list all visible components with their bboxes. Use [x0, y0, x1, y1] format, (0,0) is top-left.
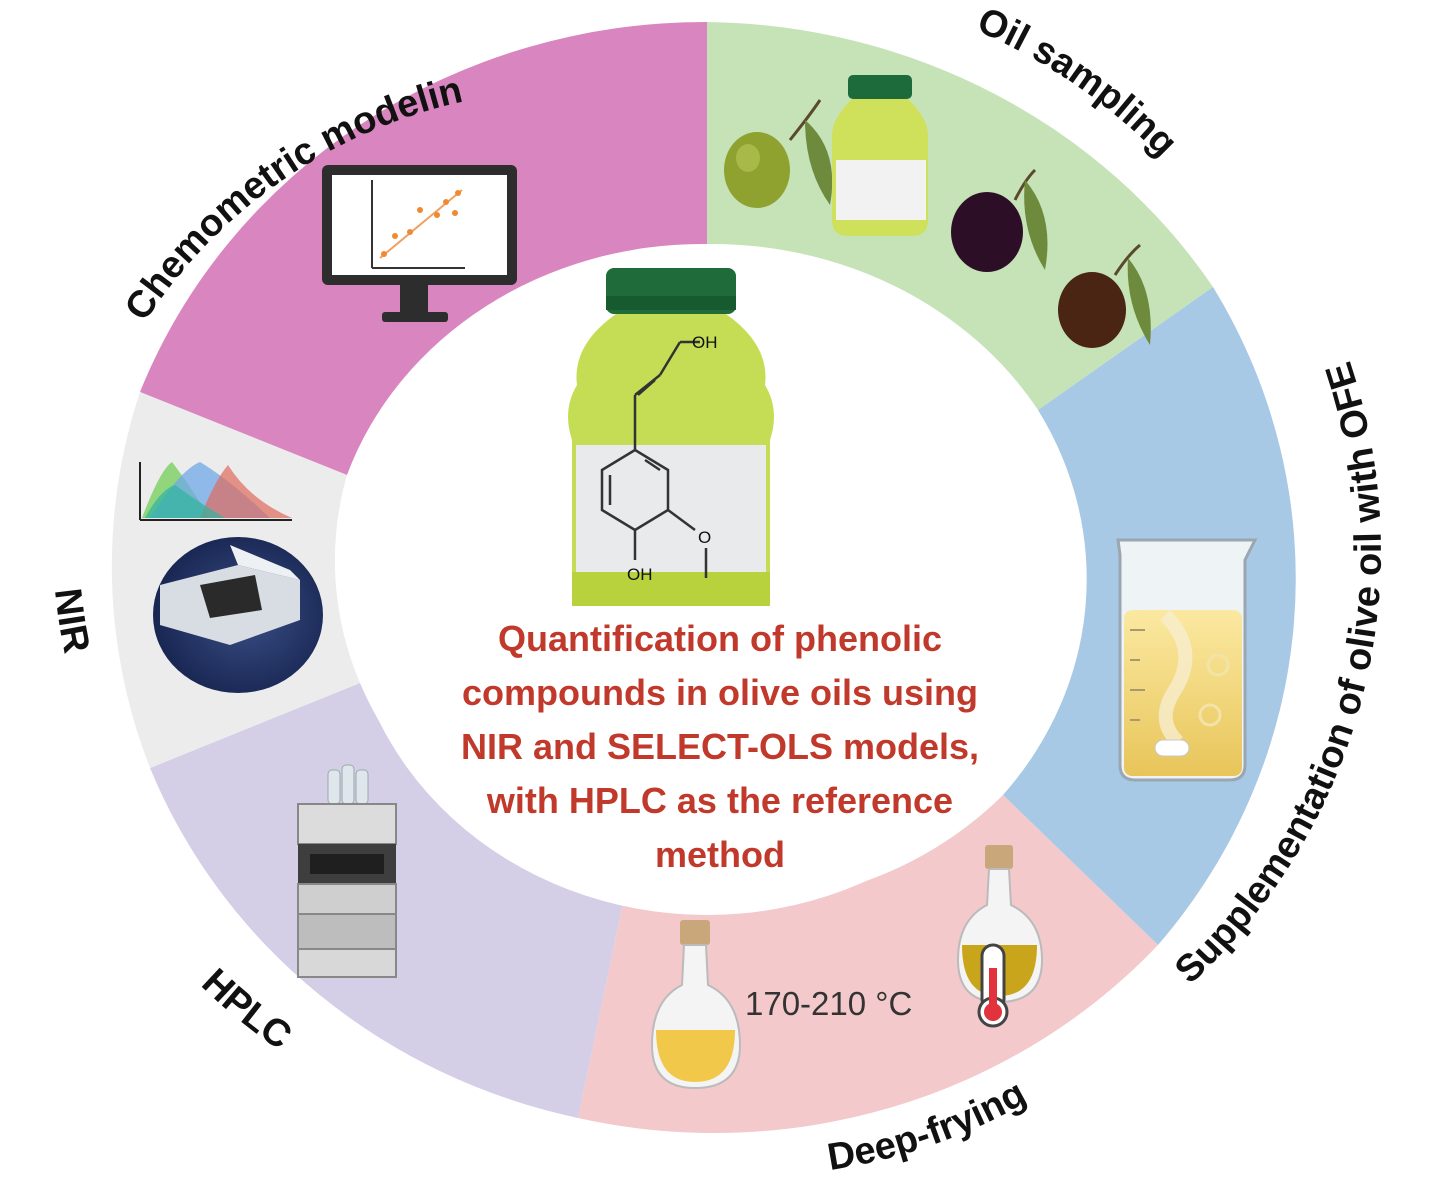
nir-spectrometer-icon — [153, 537, 323, 693]
label-hplc: HPLC — [194, 961, 299, 1058]
hplc-instrument-icon — [297, 764, 397, 978]
temperature-label: 170-210 °C — [745, 985, 913, 1022]
label-nir: NIR — [46, 586, 97, 656]
olive-icon-brown — [1058, 243, 1151, 348]
beaker-icon — [1116, 538, 1258, 782]
center-title-line: Quantification of phenolic — [498, 618, 942, 659]
olive-icon-dark — [951, 168, 1048, 272]
scatter-plot-monitor-icon — [322, 165, 517, 322]
molecule-oh-bottom: OH — [627, 565, 653, 584]
oil-bottle-icon — [831, 75, 929, 236]
molecule-methoxy-o: O — [698, 528, 711, 547]
thermometer-icon — [977, 943, 1009, 1028]
spectra-plot-icon — [139, 462, 292, 521]
oil-cruet-icon-left — [650, 920, 742, 1090]
center-bottle-icon — [568, 268, 774, 606]
olive-icon-green — [724, 99, 833, 208]
center-title: Quantification of phenolic compounds in … — [395, 612, 1045, 882]
center-title-line: compounds in olive oils using — [461, 672, 979, 713]
center-title-line: with HPLC as the reference — [486, 780, 954, 821]
molecule-oh-top: OH — [692, 333, 718, 352]
center-title-line: NIR and SELECT-OLS models, — [460, 726, 980, 767]
center-title-line: method — [655, 834, 785, 875]
molecule-structure — [600, 340, 708, 578]
